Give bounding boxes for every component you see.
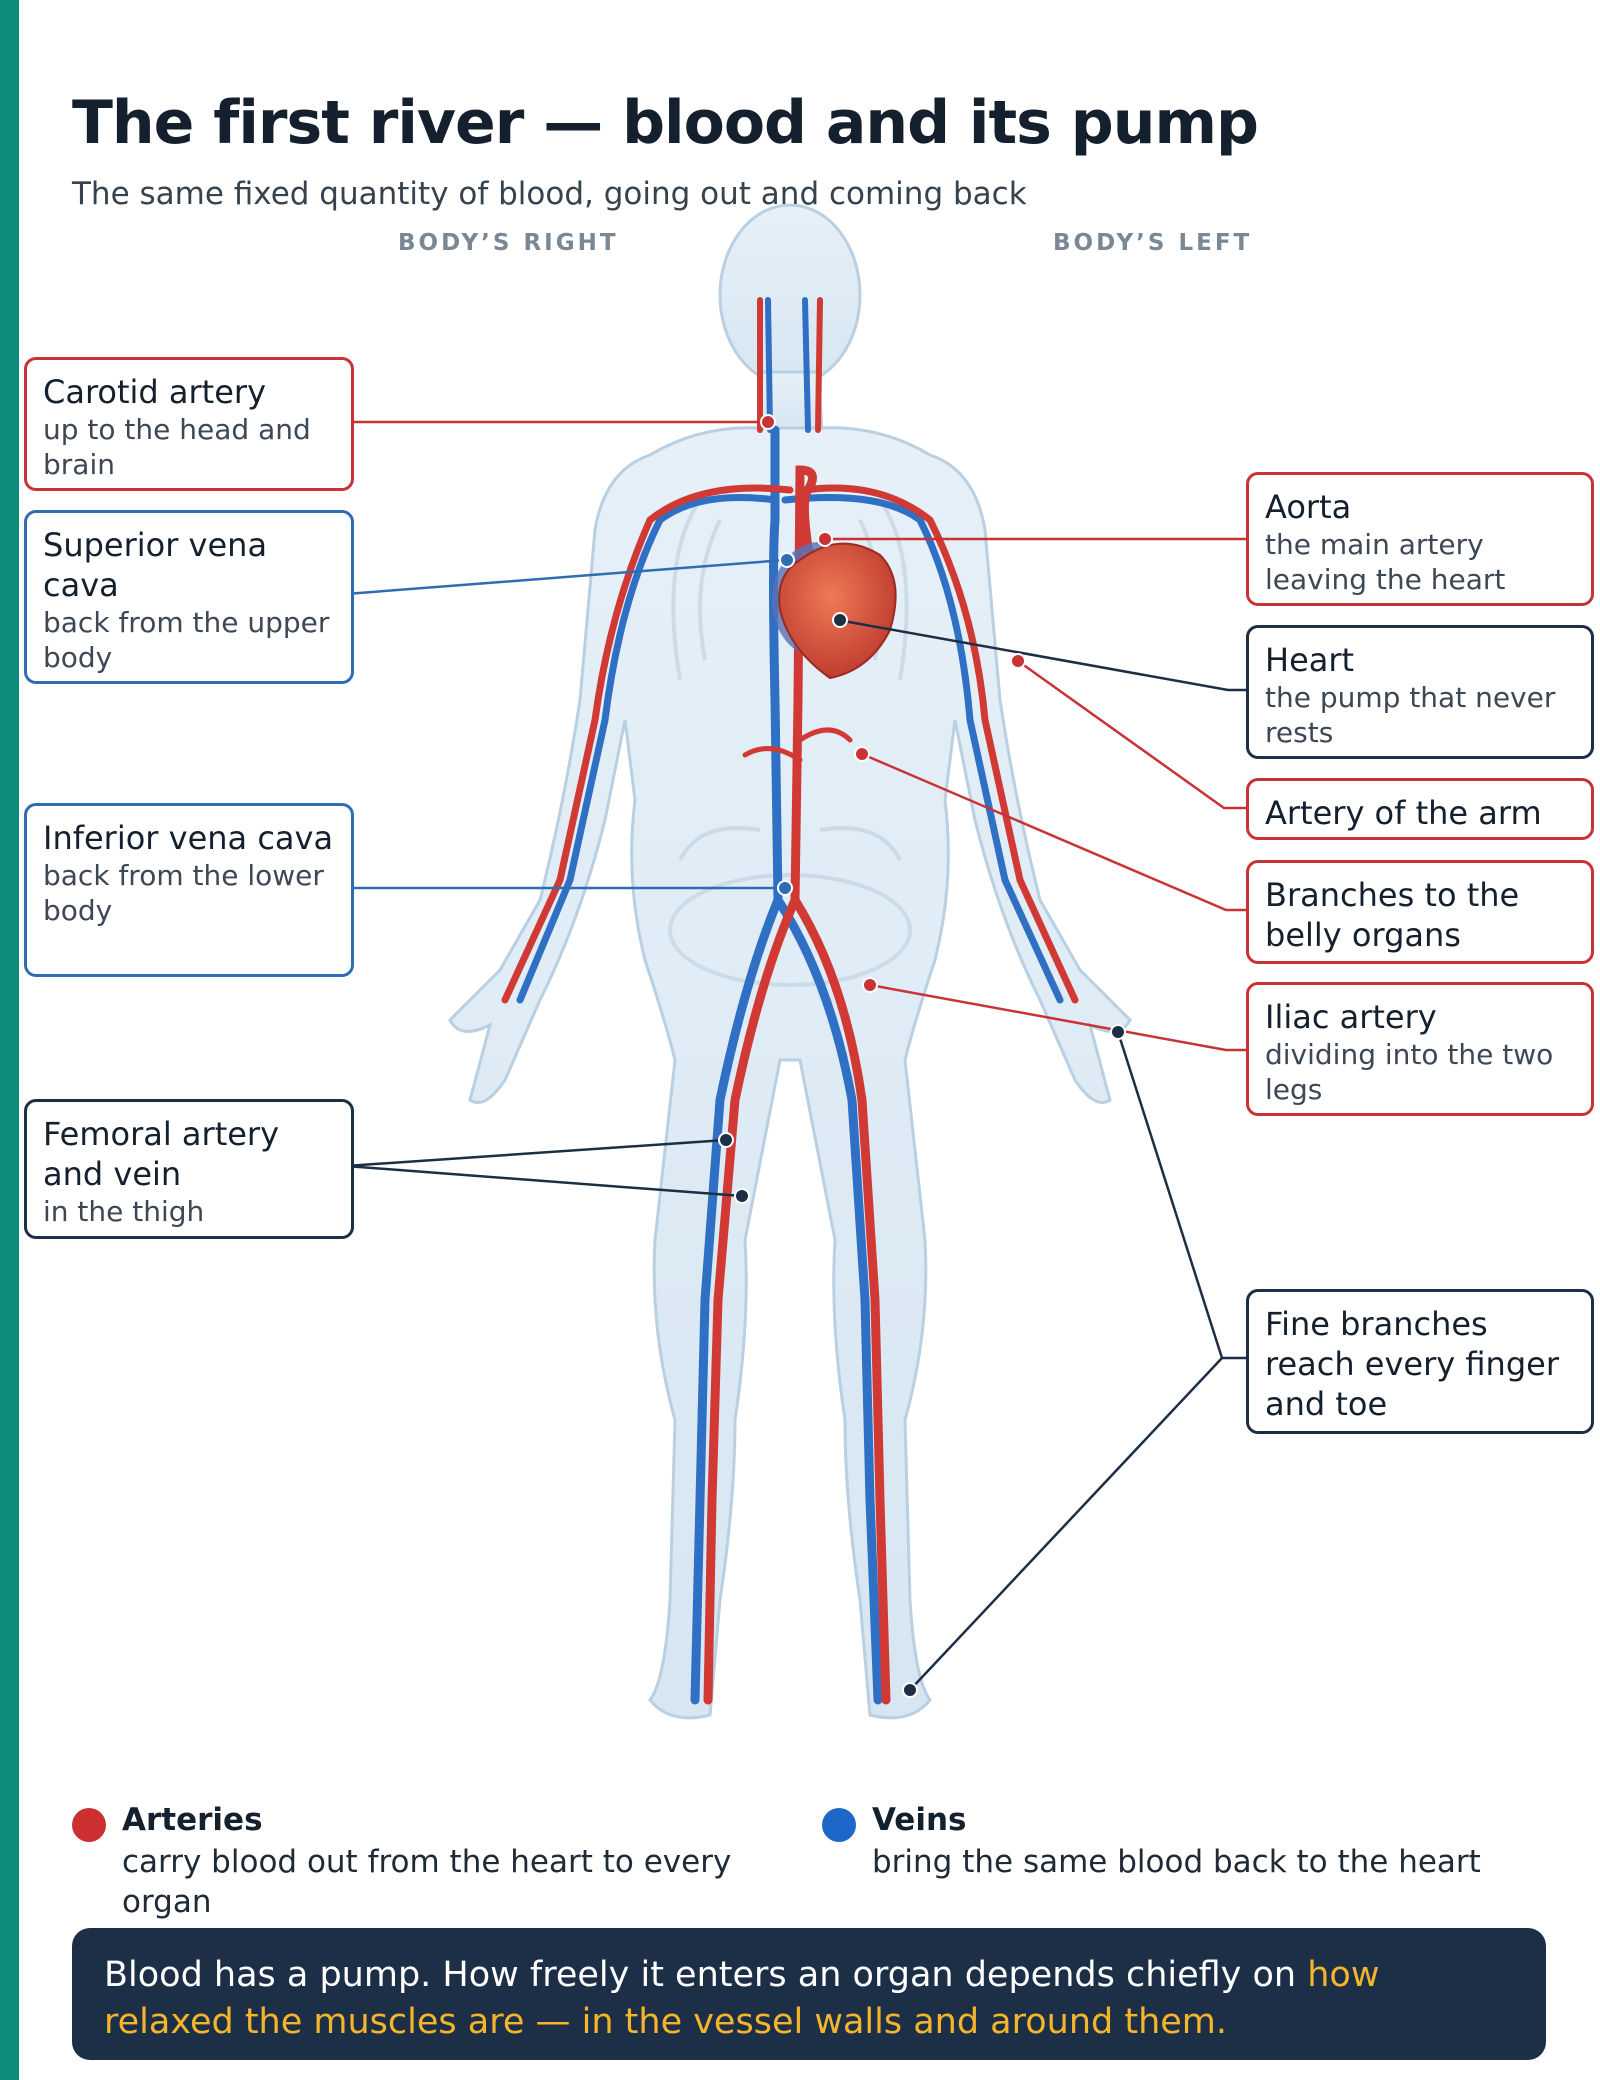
callout-subtitle: back from the lower body: [43, 859, 324, 927]
arteries-legend-dot: [72, 1808, 106, 1842]
callout-title: Superior vena cava: [43, 526, 268, 604]
banner-text: Blood has a pump. How freely it enters a…: [104, 1952, 1514, 2045]
callout-title: Carotid artery: [43, 373, 266, 411]
pin-fine-hand: [1110, 1024, 1126, 1040]
callout-title: Artery of the arm: [1265, 794, 1542, 832]
pin-ivc: [777, 880, 793, 896]
veins-legend-dot: [822, 1808, 856, 1842]
page-title: The first river — blood and its pump: [72, 88, 1259, 158]
pin-femoral-2: [734, 1188, 750, 1204]
arteries-legend-title: Arteries: [122, 1802, 263, 1838]
leader-femoral-1: [345, 1138, 727, 1168]
heart-illustration: [772, 542, 897, 680]
callout-heart: Heart the pump that never rests: [1246, 625, 1594, 759]
callout-artery-of-arm: Artery of the arm: [1246, 778, 1594, 840]
leader-iliac: [869, 983, 1250, 1052]
leader-svc: [345, 558, 786, 596]
callout-title: Branches to the belly organs: [1265, 876, 1520, 954]
callout-title: Heart: [1265, 641, 1355, 679]
leader-fine-hand: [1116, 1031, 1250, 1360]
accent-stripe: [0, 0, 19, 2080]
pin-aorta: [817, 531, 833, 547]
veins: [516, 297, 1064, 1705]
callout-subtitle: in the thigh: [43, 1195, 205, 1228]
callout-superior-vena-cava: Superior vena cava back from the upper b…: [24, 510, 354, 684]
callout-aorta: Aorta the main artery leaving the heart: [1246, 472, 1594, 606]
pin-belly: [854, 746, 870, 762]
leader-heart: [837, 618, 1250, 692]
callout-inferior-vena-cava: Inferior vena cava back from the lower b…: [24, 803, 354, 977]
veins-legend-text: bring the same blood back to the heart: [872, 1844, 1481, 1880]
callout-subtitle: back from the upper body: [43, 606, 330, 674]
callout-title: Femoral artery and vein: [43, 1115, 280, 1193]
leader-belly: [861, 752, 1250, 912]
key-message-banner: Blood has a pump. How freely it enters a…: [72, 1928, 1546, 2060]
callout-fine-branches: Fine branches reach every finger and toe: [1246, 1289, 1594, 1434]
callout-femoral-artery-vein: Femoral artery and vein in the thigh: [24, 1099, 354, 1239]
page-subtitle: The same fixed quantity of blood, going …: [72, 176, 1027, 212]
callout-carotid-artery: Carotid artery up to the head and brain: [24, 357, 354, 491]
veins-legend-title: Veins: [872, 1802, 967, 1838]
pin-carotid: [760, 414, 776, 430]
callout-belly-branches: Branches to the belly organs: [1246, 860, 1594, 964]
callout-title: Iliac artery: [1265, 998, 1437, 1036]
callout-iliac-artery: Iliac artery dividing into the two legs: [1246, 982, 1594, 1116]
pin-iliac: [862, 977, 878, 993]
banner-main-text: Blood has a pump. How freely it enters a…: [104, 1955, 1308, 1995]
callout-subtitle: the pump that never rests: [1265, 681, 1556, 749]
callout-subtitle: up to the head and brain: [43, 413, 311, 481]
callout-title: Inferior vena cava: [43, 819, 334, 857]
pin-heart: [832, 612, 848, 628]
banner-highlight-text: how relaxed the muscles are — in the ves…: [104, 1955, 1380, 2042]
body-right-label: BODY’S RIGHT: [398, 230, 619, 256]
leader-fine-foot: [909, 1357, 1223, 1691]
pin-svc: [779, 552, 795, 568]
pin-fine-foot: [902, 1682, 918, 1698]
callout-title: Aorta: [1265, 488, 1352, 526]
callout-subtitle: the main artery leaving the heart: [1265, 528, 1506, 596]
leader-arm: [1017, 659, 1250, 810]
callout-title: Fine branches reach every finger and toe: [1265, 1305, 1559, 1423]
leader-femoral-2: [345, 1164, 743, 1198]
body-left-label: BODY’S LEFT: [1053, 230, 1253, 256]
callout-subtitle: dividing into the two legs: [1265, 1038, 1554, 1106]
arteries-legend-text: carry blood out from the heart to every …: [122, 1844, 732, 1921]
pin-arm: [1010, 653, 1026, 669]
pin-femoral-1: [718, 1132, 734, 1148]
body-silhouette: [448, 203, 1132, 1720]
